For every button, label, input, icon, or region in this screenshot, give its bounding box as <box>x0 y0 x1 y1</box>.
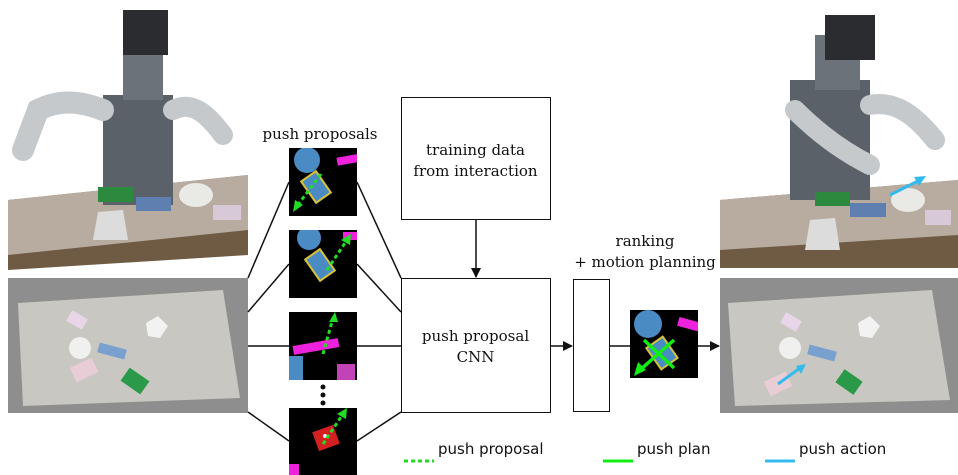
legend-plan-label: push plan <box>637 440 711 458</box>
legend-proposal-label: push proposal <box>438 440 544 458</box>
topdown-scene-photo-right <box>720 278 958 413</box>
push-proposal-image-4 <box>289 408 357 475</box>
legend-action-label: push action <box>799 440 887 458</box>
push-proposal-image-2 <box>289 230 357 298</box>
robot-scene-photo-right <box>720 0 958 270</box>
ranking-label-line1: ranking <box>615 232 675 250</box>
ranking-box <box>573 279 610 412</box>
legend-action-swatch <box>765 448 795 463</box>
push-proposals-label: push proposals <box>262 125 378 143</box>
training-data-box: training data from interaction <box>401 97 551 220</box>
legend-plan-swatch <box>603 448 633 463</box>
push-plan-image <box>630 310 698 378</box>
proposal-ellipsis <box>317 384 329 406</box>
push-proposal-image-3 <box>289 312 357 380</box>
ranking-label-line2: + motion planning <box>574 253 716 271</box>
legend-proposal-swatch <box>404 448 434 463</box>
training-data-label-line2: from interaction <box>413 162 538 180</box>
robot-scene-photo-left <box>8 0 248 270</box>
cnn-label-line1: push proposal <box>421 327 530 345</box>
topdown-scene-photo-left <box>8 278 248 413</box>
push-proposal-image-1 <box>289 148 357 216</box>
training-data-label-line1: training data <box>426 141 525 159</box>
cnn-box: push proposal CNN <box>401 278 551 413</box>
cnn-label-line2: CNN <box>456 348 495 366</box>
